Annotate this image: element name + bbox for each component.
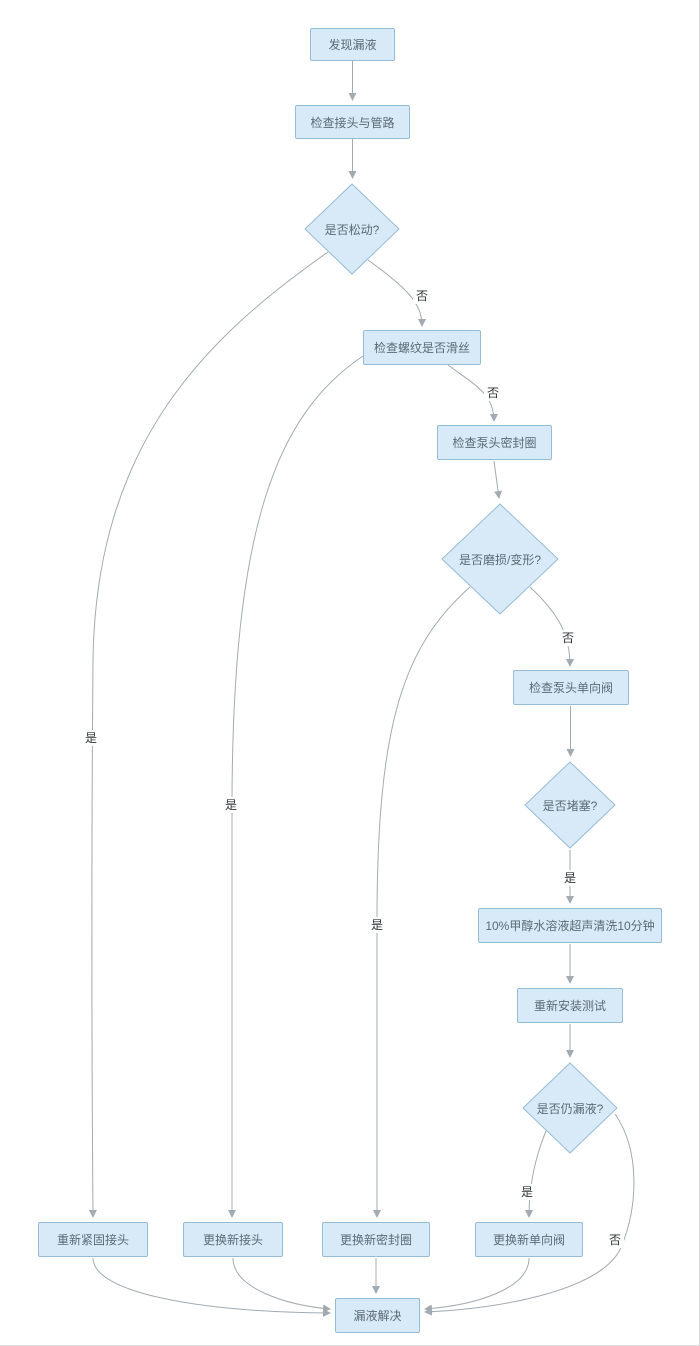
edge-newjoint-resolved [232, 1257, 331, 1313]
edge-checkthread-checkseal-no [447, 364, 498, 422]
edge-retighten-resolved [92, 1257, 331, 1317]
node-is-clogged: 是否堵塞? [524, 761, 616, 849]
edge-isloose-checkthread-no [367, 259, 426, 327]
node-check-joints: 检查接头与管路 [295, 105, 410, 139]
edge-label-thread-yes: 是 [221, 797, 241, 813]
node-new-seal-label: 更换新密封圈 [339, 1233, 412, 1247]
node-reinstall-test-label: 重新安装测试 [533, 999, 606, 1013]
node-check-seal: 检查泵头密封圈 [437, 425, 552, 460]
edge-label-loose-no: 否 [412, 288, 432, 304]
edge-label-still-yes: 是 [517, 1184, 537, 1200]
edge-label-loose-yes: 是 [81, 730, 101, 746]
node-is-clogged-label: 是否堵塞? [542, 798, 598, 813]
edge-isworn-checkvalve-no [529, 586, 574, 667]
diamond-shape-still-leaking [522, 1062, 618, 1154]
edge-label-thread-no: 否 [483, 385, 503, 401]
node-new-joint-label: 更换新接头 [202, 1233, 263, 1247]
node-leak-resolved: 漏液解决 [335, 1298, 420, 1333]
node-still-leaking: 是否仍漏液? [522, 1062, 618, 1154]
node-new-seal: 更换新密封圈 [322, 1222, 430, 1257]
edge-label-still-no: 否 [605, 1232, 625, 1248]
node-is-worn-label: 是否磨损/变形? [458, 552, 541, 567]
edge-isworn-newseal-yes [373, 586, 471, 1218]
node-new-valve: 更换新单向阀 [475, 1222, 583, 1257]
diamond-shape-is-clogged [524, 761, 616, 849]
edge-stillleaking-resolved-no [424, 1113, 635, 1316]
node-check-thread: 检查螺纹是否滑丝 [363, 330, 481, 365]
node-discover-leak-label: 发现漏液 [328, 38, 377, 52]
edge-newvalve-resolved [424, 1257, 530, 1313]
node-ultrasonic-clean: 10%甲醇水溶液超声清洗10分钟 [478, 908, 662, 943]
node-retighten-joint: 重新紧固接头 [38, 1222, 148, 1257]
diamond-shape-is-worn [441, 503, 559, 615]
node-new-valve-label: 更换新单向阀 [492, 1233, 565, 1247]
node-discover-leak: 发现漏液 [310, 28, 395, 61]
edge-label-worn-yes: 是 [367, 917, 387, 933]
edge-isloose-retighten-yes [88, 251, 329, 1218]
node-still-leaking-label: 是否仍漏液? [536, 1101, 604, 1116]
node-check-seal-label: 检查泵头密封圈 [452, 436, 537, 450]
node-is-loose: 是否松动? [304, 183, 400, 275]
edge-stillleaking-newvalve-yes [525, 1130, 547, 1218]
node-ultrasonic-clean-label: 10%甲醇水溶液超声清洗10分钟 [485, 919, 655, 933]
node-is-worn: 是否磨损/变形? [441, 503, 559, 615]
edge-checkthread-newjoint-yes [227, 355, 364, 1218]
node-new-joint: 更换新接头 [183, 1222, 283, 1257]
edge-label-worn-no: 否 [558, 630, 578, 646]
node-check-valve: 检查泵头单向阀 [513, 670, 629, 705]
diamond-shape-is-loose [304, 183, 400, 275]
node-retighten-joint-label: 重新紧固接头 [56, 1233, 129, 1247]
node-reinstall-test: 重新安装测试 [517, 988, 623, 1023]
edge-label-clogged-yes: 是 [560, 870, 580, 886]
edge-checkseal-isworn [493, 460, 503, 499]
node-check-joints-label: 检查接头与管路 [310, 115, 395, 130]
node-check-valve-label: 检查泵头单向阀 [528, 681, 613, 695]
node-check-thread-label: 检查螺纹是否滑丝 [373, 341, 470, 355]
node-is-loose-label: 是否松动? [324, 222, 380, 237]
node-leak-resolved-label: 漏液解决 [353, 1309, 402, 1323]
